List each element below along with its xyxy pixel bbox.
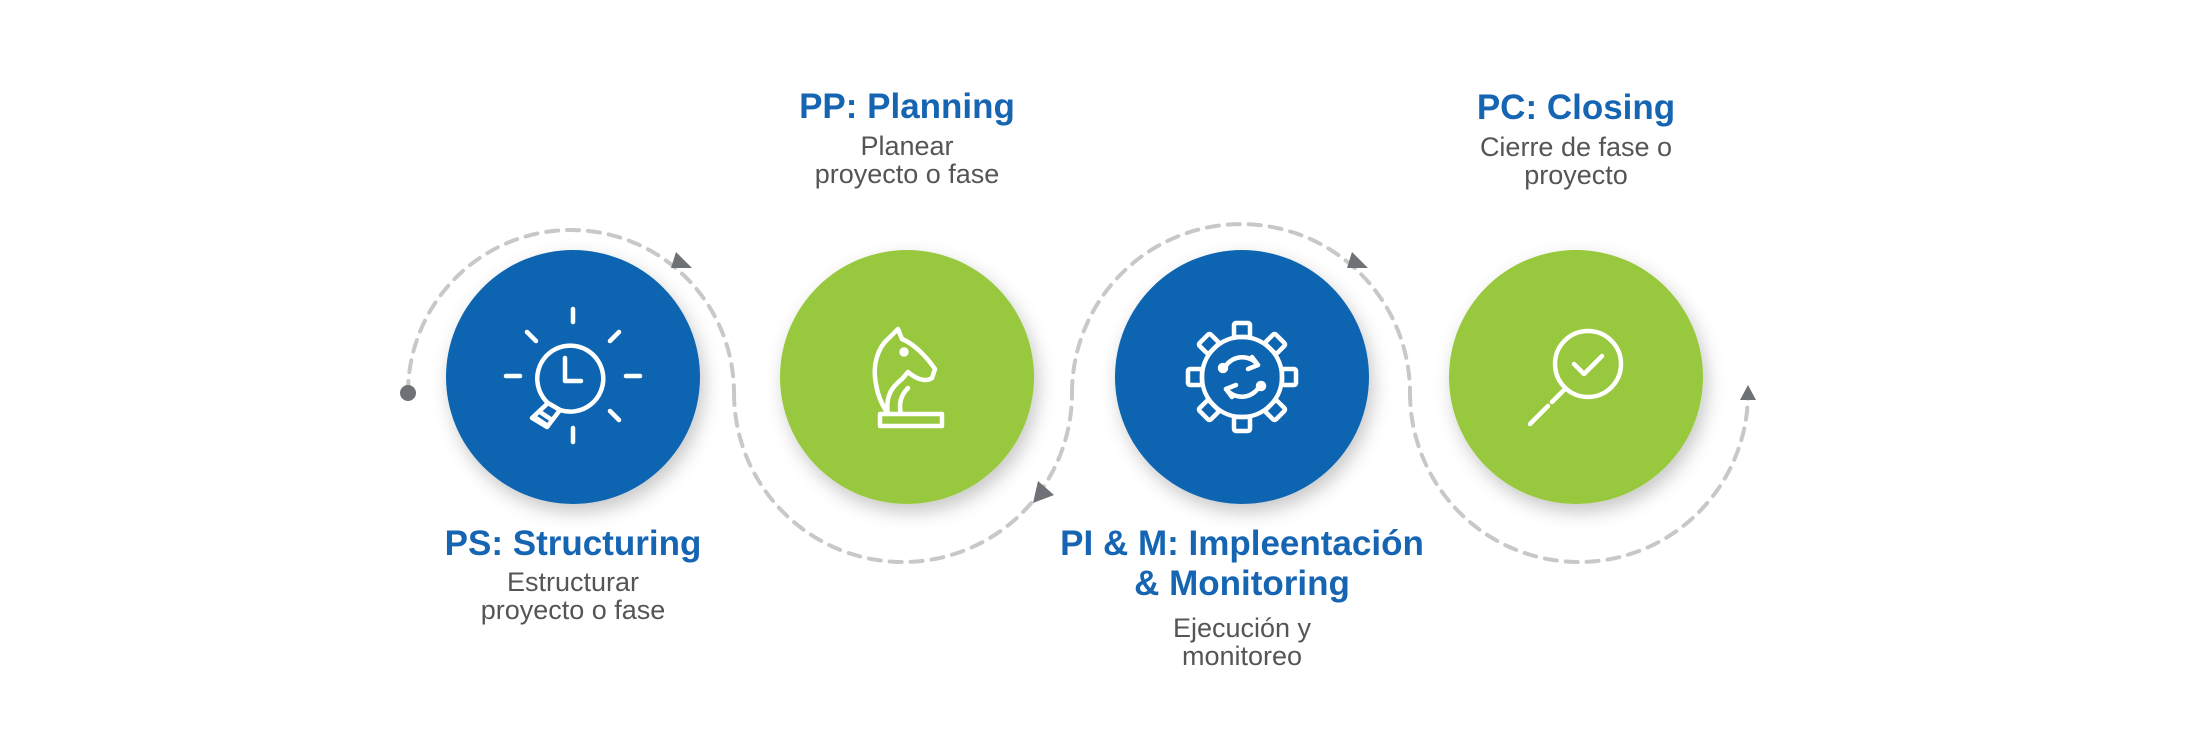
step-title: PS: Structuring [444,524,702,563]
gear-icon [1185,320,1299,434]
step-label-implementation: PI & M: Impleentación & Monitoring Ejecu… [1032,524,1452,670]
step-label-structuring: PS: Structuring Estructurar proyecto o f… [418,524,728,624]
step-label-closing: PC: Closing Cierre de fase o proyecto [1421,88,1731,189]
arrow-icon [1740,385,1756,400]
step-subtitle: proyecto o fase [814,159,1000,189]
chess-knight-icon [872,326,945,429]
step-title: PI & M: Impleentación [1060,524,1424,563]
arrow-icon [1033,481,1054,503]
arrow-icon [1347,252,1368,268]
step-subtitle: Ejecución y [1172,613,1312,643]
lightbulb-clock-icon [503,306,643,445]
arrow-icon [671,252,692,268]
step-subtitle: Cierre de fase o [1479,132,1673,162]
step-title: PC: Closing [1476,88,1676,127]
step-circle-structuring [446,250,700,504]
step-circle-planning [780,250,1034,504]
step-subtitle: Estructurar [506,567,640,597]
step-circle-implementation [1115,250,1369,504]
step-label-planning: PP: Planning Planear proyecto o fase [752,87,1062,188]
step-circle-closing [1449,250,1703,504]
path-start-dot [400,385,416,401]
magnifier-check-icon [1527,328,1624,427]
step-subtitle: monitoreo [1181,641,1303,671]
step-subtitle: proyecto o fase [480,595,666,625]
connector-path [406,222,1750,564]
step-subtitle: Planear [860,131,954,161]
step-title: PP: Planning [799,87,1015,126]
step-title: & Monitoring [1134,564,1350,603]
step-subtitle: proyecto [1524,160,1628,190]
